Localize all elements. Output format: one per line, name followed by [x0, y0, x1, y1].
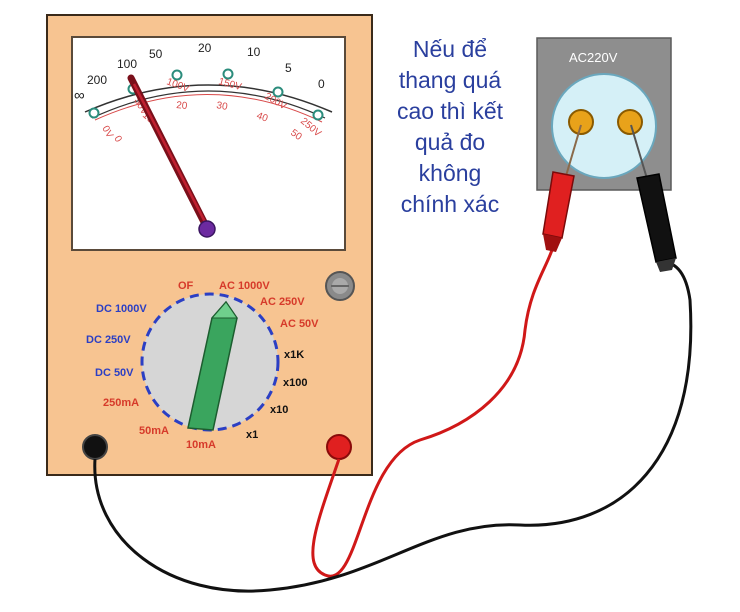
dial-label-x100: x100	[283, 377, 307, 389]
dial-label-10ma: 10mA	[186, 439, 216, 451]
scale-red-label: 40	[255, 110, 270, 124]
dial-label-ac1000: AC 1000V	[219, 280, 270, 292]
outlet-voltage-label: AC220V	[569, 50, 618, 65]
warning-caption: Nếu để thang quá cao thì kết quả đo khôn…	[370, 34, 530, 220]
multimeter: 200 100 50 20 10 5 0 ∞ 0V 50V 100V 150V …	[46, 14, 373, 476]
dial-label-ac250: AC 250V	[260, 296, 305, 308]
power-outlet: AC220V	[536, 37, 672, 191]
scale-top-label: 100	[117, 57, 137, 71]
dial-label-250ma: 250mA	[103, 397, 139, 409]
positive-jack[interactable]	[326, 434, 352, 460]
meter-display	[71, 36, 346, 251]
dial-label-dc50: DC 50V	[95, 367, 134, 379]
scale-top-label: ∞	[74, 87, 85, 104]
red-probe-wire	[311, 249, 554, 578]
scale-red-label: 0V	[99, 124, 115, 140]
outlet-socket-right	[617, 109, 643, 135]
scale-dot	[88, 107, 100, 119]
caption-line: thang quá	[398, 67, 502, 93]
scale-dot	[222, 68, 234, 80]
caption-line: cao thì kết	[396, 98, 504, 124]
scale-dot	[272, 86, 284, 98]
dial-label-ac50: AC 50V	[280, 318, 319, 330]
outlet-face	[551, 73, 657, 179]
scale-dot	[171, 69, 183, 81]
dial-label-50ma: 50mA	[139, 425, 169, 437]
scale-arc-red	[94, 94, 323, 123]
selector-knob-tip	[210, 301, 238, 319]
dial-label-dc250: DC 250V	[86, 334, 131, 346]
scale-top-label: 10	[247, 45, 261, 59]
dial-label-x1: x1	[246, 429, 258, 441]
meter-needle-highlight	[132, 83, 207, 223]
scale-red-label: 0	[111, 134, 124, 145]
scale-arc-inner	[91, 90, 326, 119]
scale-top-label: 200	[87, 73, 107, 87]
com-jack[interactable]	[82, 434, 108, 460]
scale-arc-outer	[84, 84, 333, 113]
scale-top-label: 0	[318, 77, 325, 91]
dial-label-dc1000: DC 1000V	[96, 303, 147, 315]
red-probe[interactable]	[542, 124, 582, 252]
needle-pivot	[198, 220, 216, 238]
black-probe[interactable]	[630, 124, 677, 272]
black-probe-wire	[93, 260, 693, 593]
outlet-socket-left	[568, 109, 594, 135]
caption-line: chính xác	[400, 191, 500, 217]
dial-label-off: OF	[178, 280, 194, 292]
dial-label-x1k: x1K	[284, 349, 304, 361]
dial-label-x10: x10	[270, 404, 288, 416]
scale-top-label: 5	[285, 61, 292, 75]
scale-red-label: 20	[176, 100, 188, 112]
caption-line: không	[418, 160, 482, 186]
scale-dot	[312, 109, 324, 121]
scale-top-label: 20	[198, 41, 212, 55]
zero-adjust-knob[interactable]	[325, 271, 355, 301]
scale-red-label: 30	[215, 100, 228, 113]
caption-line: quả đo	[414, 129, 486, 155]
caption-line: Nếu để	[412, 36, 488, 62]
scale-top-label: 50	[149, 47, 163, 61]
